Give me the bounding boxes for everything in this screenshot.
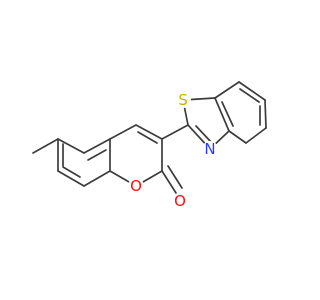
bond bbox=[161, 124, 189, 140]
bond-lines bbox=[32, 81, 267, 194]
bond bbox=[62, 166, 81, 178]
bond bbox=[264, 99, 267, 129]
bond bbox=[228, 130, 247, 144]
bond bbox=[135, 124, 163, 140]
bond bbox=[87, 149, 107, 161]
bond bbox=[83, 138, 111, 154]
bond bbox=[245, 127, 267, 144]
molecule-structure-drawing: S N O O bbox=[32, 81, 267, 210]
bond bbox=[109, 124, 137, 140]
bond bbox=[214, 97, 230, 132]
atom-label-nitrogen: N bbox=[204, 140, 215, 158]
bond bbox=[221, 101, 234, 127]
bond bbox=[137, 131, 158, 144]
bond bbox=[239, 88, 260, 103]
bond bbox=[32, 138, 59, 154]
bond bbox=[57, 138, 85, 154]
bond bbox=[57, 170, 85, 187]
bond bbox=[214, 81, 240, 99]
atom-label-carbonyl-oxygen: O bbox=[174, 192, 186, 210]
bond bbox=[238, 81, 266, 101]
bond bbox=[161, 170, 177, 194]
bond bbox=[83, 170, 111, 187]
atom-label-sulfur: S bbox=[178, 91, 188, 109]
atom-labels: S N O O bbox=[128, 91, 218, 210]
bond bbox=[195, 125, 213, 144]
bond bbox=[167, 165, 183, 189]
atom-label-ring-oxygen: O bbox=[130, 177, 142, 195]
